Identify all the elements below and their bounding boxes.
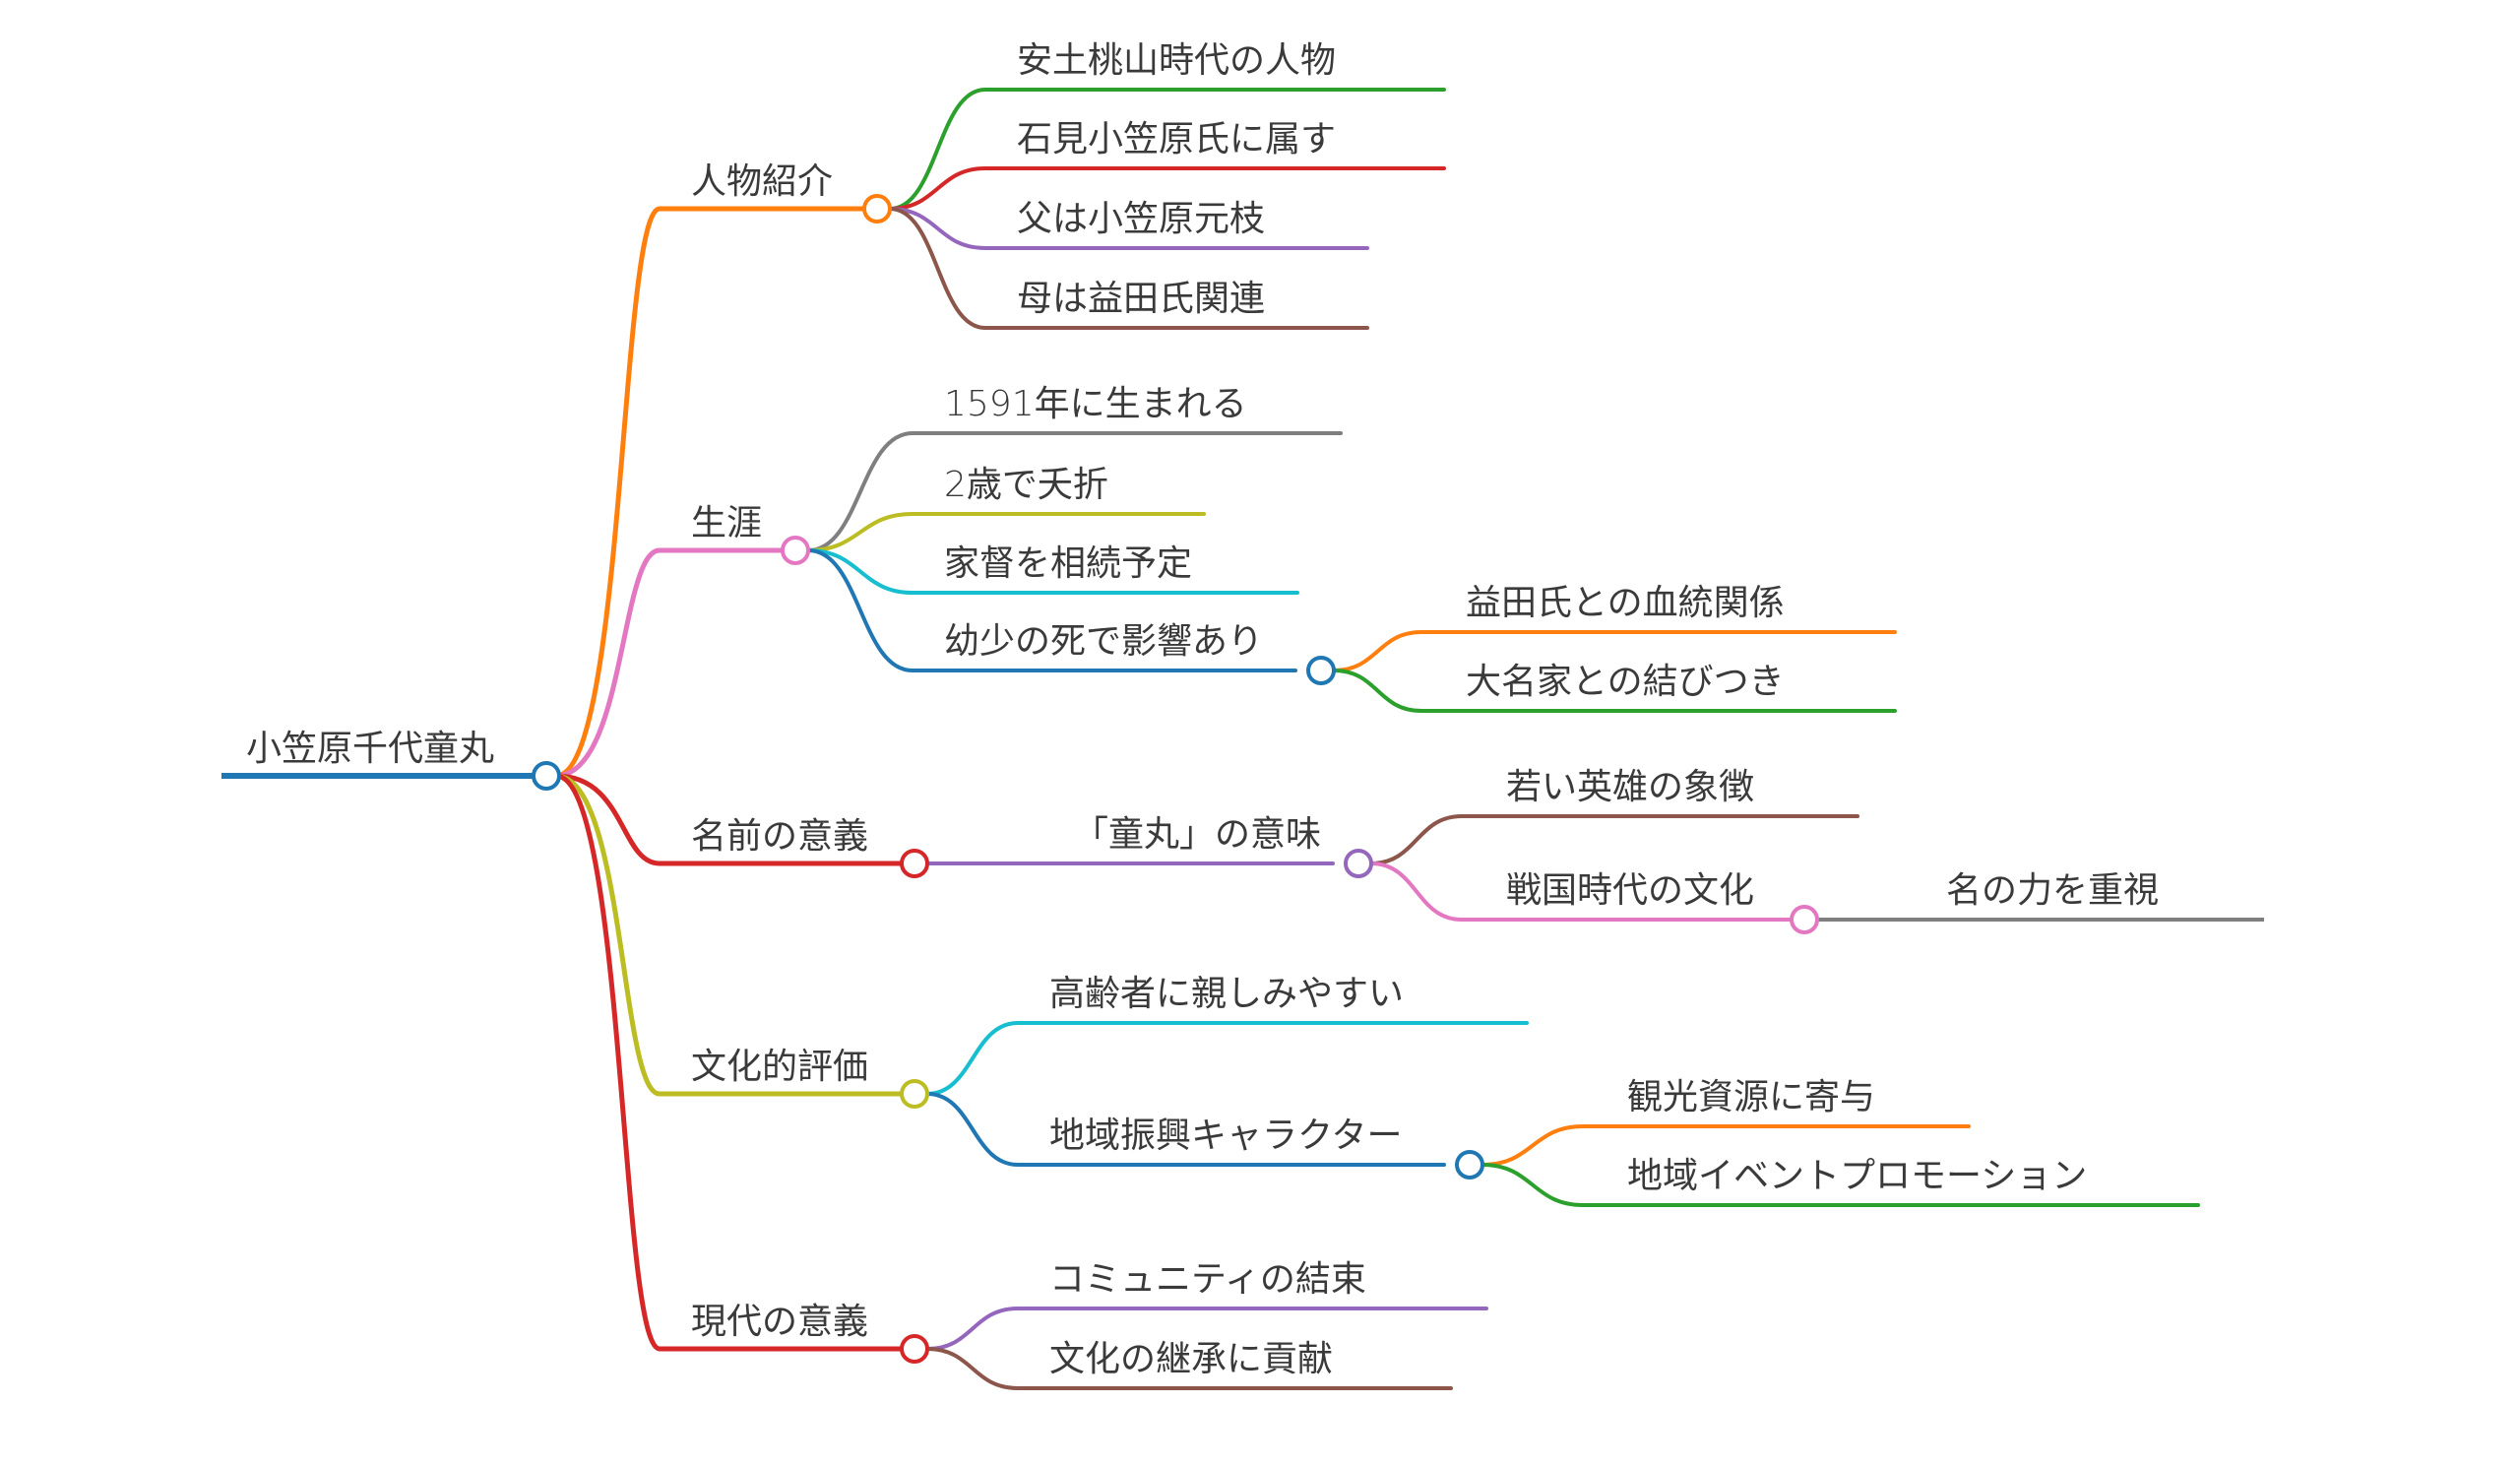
child-node-circle[interactable]: [1306, 656, 1336, 685]
grandchild-node-label[interactable]: 益田氏との血統関係: [1466, 583, 1785, 623]
grandchild-edge: [1480, 1124, 1971, 1167]
child-edge: [806, 431, 1343, 552]
child-node-label[interactable]: 安土桃山時代の人物: [1017, 40, 1336, 81]
branch-node-circle[interactable]: [862, 194, 892, 223]
child-edge: [925, 1092, 1446, 1167]
child-node-label[interactable]: 高齢者に親しみやすい: [1049, 974, 1404, 1014]
grandchild-node-circle[interactable]: [1790, 905, 1819, 934]
child-node-label[interactable]: 幼少の死で影響あり: [944, 621, 1263, 662]
grandchild-node-label[interactable]: 大名家との結びつき: [1466, 662, 1785, 702]
grandchild-node-label[interactable]: 戦国時代の文化: [1506, 870, 1754, 911]
branch-edge: [553, 773, 905, 866]
child-edge: [925, 1021, 1529, 1096]
branch-edge: [553, 773, 905, 1352]
child-node-label[interactable]: コミュニティの結束: [1049, 1259, 1366, 1300]
grandchild-edge: [1369, 861, 1794, 922]
child-edge: [925, 1347, 1453, 1390]
child-edge: [888, 88, 1446, 211]
child-node-label[interactable]: 「童丸」の意味: [1073, 814, 1321, 855]
grandchild-node-label[interactable]: 地域イベントプロモーション: [1627, 1156, 2087, 1196]
child-node-circle[interactable]: [1455, 1150, 1484, 1180]
child-node-label[interactable]: 2歳で夭折: [944, 465, 1108, 505]
branch-node-circle[interactable]: [781, 536, 810, 565]
leaf-node-label[interactable]: 名の力を重視: [1946, 870, 2159, 911]
child-edge: [888, 207, 1369, 250]
root-node-label[interactable]: 小笠原千代童丸: [246, 729, 494, 769]
branch-node-label[interactable]: 文化的評価: [691, 1047, 868, 1087]
branch-edge: [553, 773, 905, 1097]
child-node-label[interactable]: 家督を相続予定: [944, 543, 1192, 584]
grandchild-node-label[interactable]: 若い英雄の象徴: [1506, 767, 1754, 807]
root-node-circle[interactable]: [532, 761, 561, 791]
branch-edge: [553, 547, 786, 779]
child-edge: [888, 207, 1369, 330]
grandchild-node-label[interactable]: 観光資源に寄与: [1627, 1077, 1875, 1117]
child-node-circle[interactable]: [1344, 849, 1373, 878]
edges-layer: [221, 88, 2264, 1390]
labels-layer: 小笠原千代童丸 人物紹介 安土桃山時代の人物石見小笠原氏に属す父は小笠原元枝母は益田…: [246, 40, 2159, 1379]
grandchild-edge: [1332, 669, 1897, 713]
child-edge: [925, 1307, 1488, 1351]
child-node-label[interactable]: 文化の継承に貢献: [1049, 1339, 1333, 1379]
branch-edge: [553, 206, 867, 779]
branch-node-label[interactable]: 名前の意義: [691, 816, 868, 857]
grandchild-edge: [1369, 814, 1859, 865]
child-edge: [806, 548, 1297, 672]
grandchild-edge: [1480, 1163, 2200, 1207]
grandchild-edge: [1332, 630, 1897, 672]
branch-node-circle[interactable]: [900, 849, 929, 878]
branch-node-circle[interactable]: [900, 1334, 929, 1364]
child-node-label[interactable]: 石見小笠原氏に属す: [1017, 119, 1336, 159]
child-node-label[interactable]: 1591年に生まれる: [944, 384, 1247, 424]
child-node-label[interactable]: 父は小笠原元枝: [1017, 199, 1265, 239]
nodes-layer: [532, 194, 1819, 1364]
branch-node-label[interactable]: 生涯: [691, 503, 762, 543]
branch-node-circle[interactable]: [900, 1079, 929, 1109]
child-edge: [888, 166, 1446, 211]
child-node-label[interactable]: 地域振興キャラクター: [1049, 1116, 1403, 1156]
branch-node-label[interactable]: 現代の意義: [691, 1302, 868, 1342]
child-edge: [806, 548, 1299, 595]
child-edge: [806, 512, 1206, 552]
branch-node-label[interactable]: 人物紹介: [691, 161, 833, 202]
child-node-label[interactable]: 母は益田氏関連: [1017, 279, 1265, 319]
